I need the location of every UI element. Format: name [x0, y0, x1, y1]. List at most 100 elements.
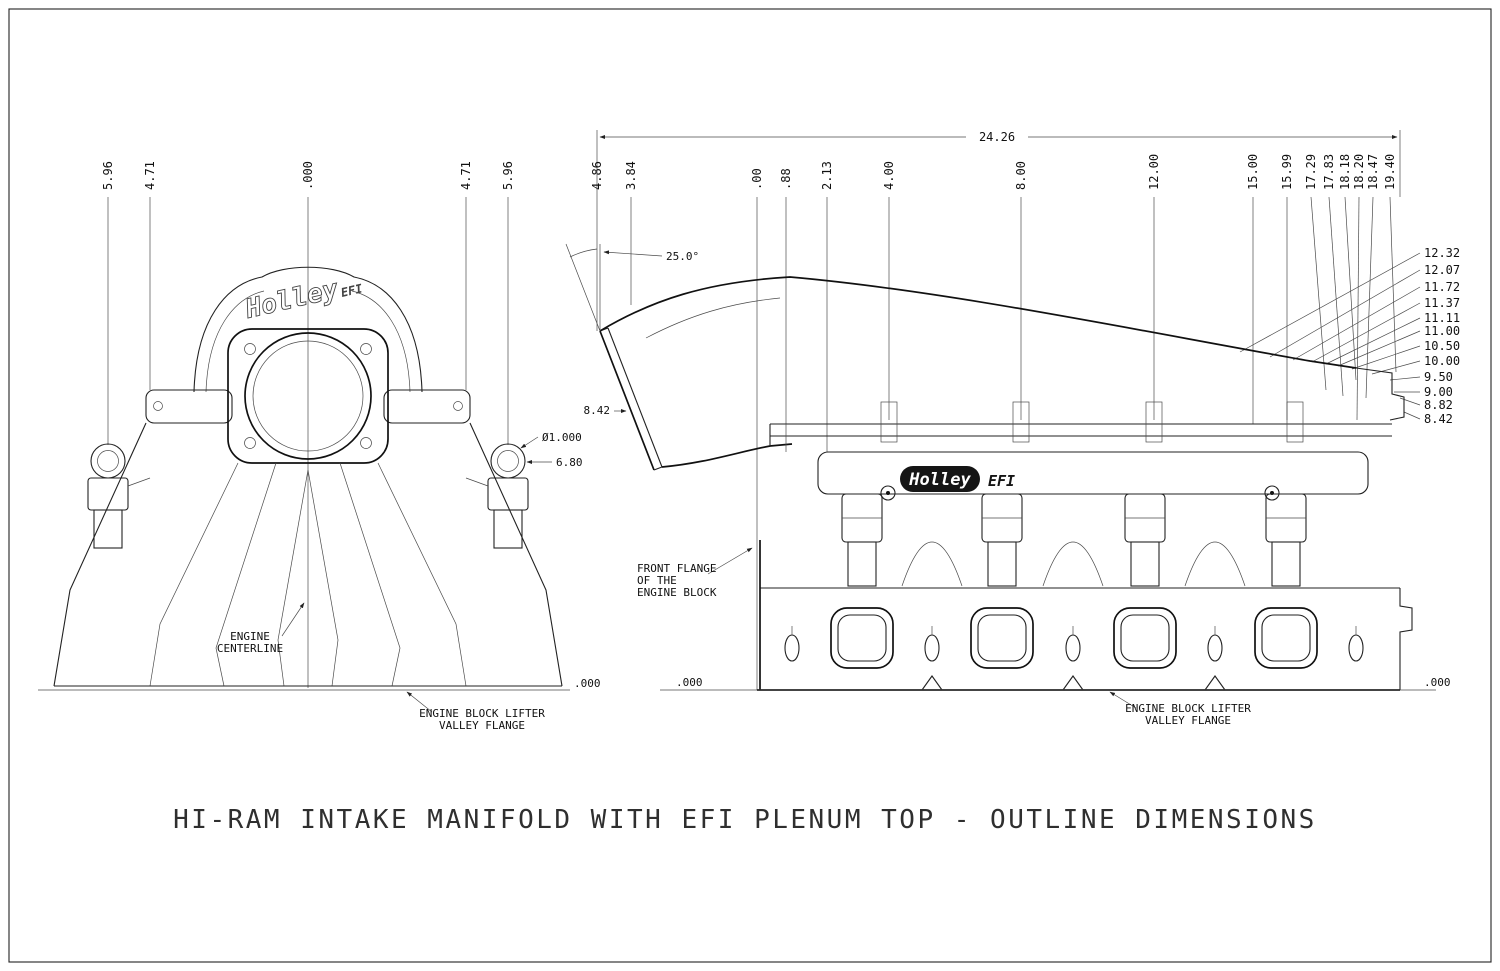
inlet-angle-label: 25.0°	[666, 250, 699, 263]
runners-and-base	[53, 422, 563, 687]
side-ordinate-label: 2.13	[820, 161, 834, 190]
side-ordinate-label: 4.00	[882, 161, 896, 190]
height-ordinate-label: 10.50	[1424, 339, 1460, 353]
valley-flange-label: ENGINE BLOCK LIFTER	[419, 707, 545, 720]
holley-logo-pill	[900, 466, 980, 492]
height-ordinate-label: 11.00	[1424, 324, 1460, 338]
bolt-slot	[1348, 634, 1364, 662]
bolt-hole	[153, 401, 163, 411]
front-ordinate-label: 5.96	[101, 161, 115, 190]
height-ordinate-label: 10.00	[1424, 354, 1460, 368]
hold-down-bolts	[880, 401, 1304, 443]
front-ordinate-label: 5.96	[501, 161, 515, 190]
left-flange-wing	[145, 389, 233, 424]
engine-centerline-label: CENTERLINE	[217, 642, 283, 655]
front-flange-label: ENGINE BLOCK	[637, 586, 717, 599]
bolt-slot	[784, 634, 800, 662]
intake-port	[1113, 607, 1177, 669]
leader-line	[281, 602, 305, 637]
bolt-hole	[453, 401, 463, 411]
valley-flange-label: VALLEY FLANGE	[1145, 714, 1231, 727]
angle-arc	[569, 248, 598, 258]
sheet-border	[8, 8, 1492, 963]
front-annotations: Ø1.000 6.80 ENGINE CENTERLINE ENGINE BLO…	[217, 431, 601, 732]
side-right-ordinates: 12.32 12.07 11.72 11.37 11.11 11.00 10.5…	[1239, 246, 1460, 426]
side-ordinate-label: 8.00	[1014, 161, 1028, 190]
side-ordinate-label: 17.83	[1322, 154, 1336, 190]
side-ordinate-label: 4.86	[590, 161, 604, 190]
front-ordinate-label: .000	[301, 161, 315, 190]
side-view: 24.26 4.86 3.84 .00 .88 2.13 4.00	[565, 130, 1460, 727]
fuel-rail	[817, 451, 1369, 495]
side-ordinate-label: 18.47	[1366, 154, 1380, 190]
height-ordinate-label: 9.50	[1424, 370, 1453, 384]
side-ordinate-label: .00	[750, 168, 764, 190]
engine-centerline-label: ENGINE	[230, 630, 270, 643]
right-fuel-injector	[465, 443, 529, 549]
bolt-hole	[244, 343, 256, 355]
front-ordinate-label: 4.71	[459, 161, 473, 190]
injector-towers	[841, 493, 1307, 587]
throttle-body-flange	[227, 328, 389, 464]
left-fuel-injector	[87, 443, 151, 549]
baseline-zero-label: .000	[676, 676, 703, 689]
intake-port	[1254, 607, 1318, 669]
valley-flange-label: VALLEY FLANGE	[439, 719, 525, 732]
plenum-seam-flange	[769, 423, 1392, 446]
valley-flange-label: ENGINE BLOCK LIFTER	[1125, 702, 1251, 715]
right-end-steps	[1355, 367, 1405, 421]
rail-bolt	[1264, 485, 1280, 501]
side-annotations: 25.0° 8.42 FRONT FLANGE OF THE ENGINE BL…	[565, 243, 1451, 727]
elbow-bottom	[661, 443, 793, 468]
front-flange-label: OF THE	[637, 574, 677, 587]
side-ordinate-label: 18.18	[1338, 154, 1352, 190]
plenum-dome	[193, 266, 423, 393]
elbow-inner-wall	[645, 297, 781, 339]
height-ordinate-label: 11.11	[1424, 311, 1460, 325]
side-ordinate-label: .88	[779, 168, 793, 190]
side-ordinate-label: 17.29	[1304, 154, 1318, 190]
throttle-bore	[244, 332, 372, 460]
leader-line	[603, 250, 663, 257]
intake-port	[970, 607, 1034, 669]
injector-height-label: 6.80	[556, 456, 583, 469]
leader-line	[406, 691, 433, 713]
efi-logo-front: EFI	[340, 281, 365, 300]
side-ordinate-label: 12.00	[1147, 154, 1161, 190]
front-ordinate-lines	[107, 197, 509, 688]
intake-port	[830, 607, 894, 669]
efi-logo-text: EFI	[988, 472, 1015, 490]
side-ordinate-label: 19.40	[1383, 154, 1397, 190]
bolt-hole	[360, 343, 372, 355]
plenum-top-outline	[599, 276, 1357, 369]
bolt-slot	[1207, 634, 1223, 662]
throttle-dia-label: Ø1.000	[542, 431, 582, 444]
height-ordinate-label: 11.37	[1424, 296, 1460, 310]
bolt-slot	[1065, 634, 1081, 662]
baseline-zero-label: .000	[574, 677, 601, 690]
runner-arches	[901, 541, 1246, 587]
holley-logo-front: Holley	[242, 274, 342, 325]
leader-line	[520, 436, 539, 449]
height-ordinate-label: 8.82	[1424, 398, 1453, 412]
height-ordinate-label: 12.32	[1424, 246, 1460, 260]
plenum-dome-inner	[205, 290, 411, 393]
baseline-zero-label: .000	[1424, 676, 1451, 689]
leader-line	[707, 547, 753, 575]
right-flange-wing	[383, 389, 471, 424]
front-flange-label: FRONT FLANGE	[637, 562, 716, 575]
rail-bolt	[880, 485, 896, 501]
bolt-hole	[360, 437, 372, 449]
height-ordinate-label: 11.72	[1424, 280, 1460, 294]
height-ordinate-label: 9.00	[1424, 385, 1453, 399]
side-view-drawing: Holley EFI	[599, 276, 1436, 691]
front-view-drawing: Holley EFI	[38, 266, 570, 691]
inlet-height-label: 8.42	[584, 404, 611, 417]
bolt-slot	[924, 634, 940, 662]
front-ordinate-label: 4.71	[143, 161, 157, 190]
inlet-face	[599, 330, 655, 471]
height-ordinate-label: 12.07	[1424, 263, 1460, 277]
front-view: 5.96 4.71 .000 4.71 5.96 Holley EFI	[38, 161, 601, 732]
